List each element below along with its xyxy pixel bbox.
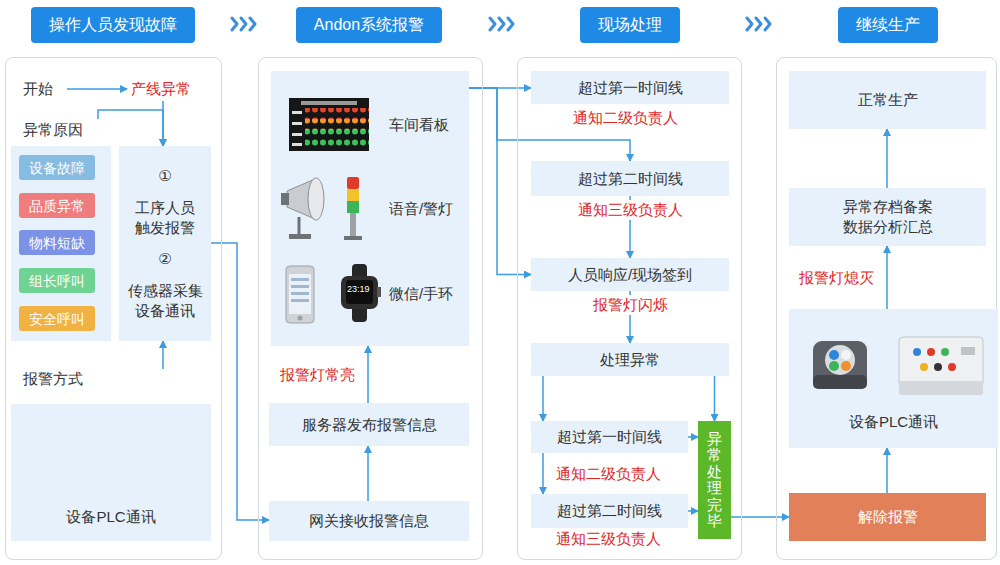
box-text: 超过第一时间线 (557, 427, 662, 447)
flow-arrow (886, 246, 888, 309)
process-box: 异常存档备案 数据分析汇总 (789, 188, 986, 246)
cause-text: 组长呼叫 (29, 271, 85, 291)
step-text: ① (123, 166, 207, 186)
box-text: 设备PLC通讯 (11, 507, 211, 527)
cause-text: 安全呼叫 (29, 309, 85, 329)
box-text: 正常生产 (858, 90, 918, 110)
step-text: 工序人员 触发报警 (123, 198, 207, 238)
vertical-text: 异常处理完毕 (707, 431, 722, 530)
box-text: 微信/手环 (389, 284, 453, 304)
process-box: 开始 (23, 79, 63, 99)
edge-label: 通知二级负责人 (553, 464, 664, 484)
flow-arrow (367, 346, 369, 403)
cause-tag: 组长呼叫 (19, 268, 95, 293)
process-box: 异常处理完毕 (698, 421, 731, 539)
box-text: 网关接收报警信息 (309, 511, 429, 531)
flow-arrow (542, 376, 544, 421)
flow-arrow (367, 446, 369, 501)
flow-arrow (162, 101, 164, 146)
panel: 继续生产正常生产异常存档备案 数据分析汇总 设备PLC通讯解除报警 (776, 57, 997, 560)
flow-text: 产线异常 (131, 79, 201, 99)
box-text: 服务器发布报警信息 (302, 415, 437, 435)
flow-arrow (211, 243, 269, 520)
box-text: 解除报警 (858, 507, 918, 527)
flow-arrow (67, 88, 127, 90)
step-text: ② (123, 249, 207, 269)
flow-arrow (886, 448, 888, 493)
column-header: 继续生产 (838, 7, 938, 43)
cause-text: 品质异常 (29, 196, 85, 216)
flow-arrow (162, 341, 164, 369)
flow-arrow (886, 129, 888, 188)
process-box: 人员响应/现场签到 (531, 258, 729, 291)
flow-arrow (98, 110, 163, 146)
edge-label: 报警灯常亮 (277, 365, 358, 385)
note-label: 通知三级负责人 (553, 529, 664, 549)
flow-arrow (688, 436, 698, 438)
cause-text: 设备故障 (29, 158, 85, 178)
group-heading: 报警方式 (23, 369, 83, 389)
box-text: 人员响应/现场签到 (568, 265, 692, 285)
flow-arrow (542, 453, 544, 494)
step-text: 传感器采集 设备通讯 (123, 281, 207, 321)
process-box: 处理异常 (531, 343, 729, 376)
panel: 操作人员发现故障开始产线异常异常原因设备故障品质异常物料短缺组长呼叫安全呼叫①工… (5, 57, 222, 560)
cause-tag: 安全呼叫 (19, 306, 95, 331)
cause-tag: 品质异常 (19, 193, 95, 218)
watch-time: 23:19 (347, 283, 370, 295)
flow-arrow (731, 516, 789, 518)
flow-arrow (688, 510, 698, 512)
box-text: 处理异常 (600, 350, 660, 370)
cause-tag: 设备故障 (19, 155, 95, 180)
flow-arrow (469, 88, 531, 275)
process-box: 设备PLC通讯 (789, 309, 998, 448)
edge-label: 报警灯熄灭 (796, 268, 877, 288)
edge-label: 通知三级负责人 (575, 200, 686, 220)
process-box: ① 工序人员 触发报警 ② 传感器采集 设备通讯 (119, 146, 211, 341)
box-text: 设备PLC通讯 (789, 412, 998, 432)
process-box: 车间看板语音/警灯微信/手环 (271, 71, 469, 346)
box-text: 异常存档备案 数据分析汇总 (834, 197, 942, 237)
box-text: 语音/警灯 (389, 199, 453, 219)
process-box: 超过第一时间线 (531, 71, 729, 104)
cause-text: 物料短缺 (29, 233, 85, 253)
process-box: 产线异常 (131, 79, 201, 99)
process-box: 超过第二时间线 (531, 494, 688, 528)
flow-text: 开始 (23, 79, 63, 99)
process-box: 超过第一时间线 (531, 421, 688, 453)
process-box: 正常生产 (789, 71, 986, 129)
plc-devices (789, 327, 989, 407)
panel: Andon系统报警 车间看板语音/警灯微信/手环服务器发布报警信息网关接收报警信… (258, 57, 483, 560)
box-text: 车间看板 (389, 115, 449, 135)
process-box: 报警方式设备PLC通讯 (11, 369, 211, 541)
process-box: 超过第二时间线 (531, 161, 729, 196)
column-header: 现场处理 (580, 7, 680, 43)
process-box: 异常原因设备故障品质异常物料短缺组长呼叫安全呼叫 (11, 119, 111, 341)
column-header: Andon系统报警 (296, 7, 442, 43)
process-box: 网关接收报警信息 (269, 501, 469, 541)
cause-tag: 物料短缺 (19, 230, 95, 255)
flow-arrow (714, 376, 716, 421)
process-box: 服务器发布报警信息 (269, 403, 469, 446)
note-label: 通知二级负责人 (570, 108, 681, 128)
process-box: 解除报警 (789, 493, 986, 541)
box-text: 超过第二时间线 (557, 501, 662, 521)
box-text: 超过第一时间线 (578, 78, 683, 98)
box-text: 超过第二时间线 (578, 169, 683, 189)
column-header: 操作人员发现故障 (31, 7, 195, 43)
group-heading: 异常原因 (23, 120, 83, 140)
edge-label: 报警灯闪烁 (590, 295, 671, 315)
